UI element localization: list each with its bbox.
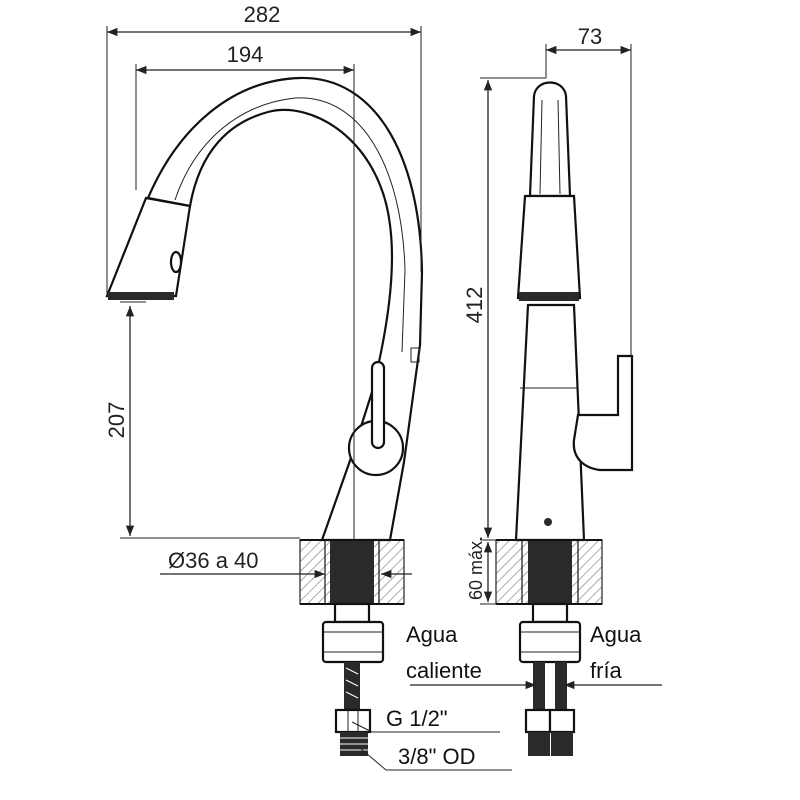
side-spray-head xyxy=(516,194,582,300)
front-countertop-section xyxy=(299,539,405,605)
label-hot-water-1: Agua xyxy=(406,622,458,647)
side-spout-top xyxy=(528,81,572,198)
dim-spout-reach: 194 xyxy=(227,42,264,67)
front-spray-head xyxy=(105,196,192,298)
label-cold-water-1: Agua xyxy=(590,622,642,647)
dim-counter-thickness: 60 máx. xyxy=(466,536,486,600)
front-connectors xyxy=(321,602,385,756)
label-cold-water-2: fría xyxy=(590,658,623,683)
side-handle xyxy=(572,354,634,472)
front-spray-nozzle xyxy=(108,292,174,300)
side-countertop-section xyxy=(495,539,603,605)
label-hose: 3/8" OD xyxy=(398,744,476,769)
label-hot-water-2: caliente xyxy=(406,658,482,683)
front-handle-lever xyxy=(370,360,386,450)
dim-side-depth: 73 xyxy=(578,24,602,49)
dim-hole-diameter: Ø36 a 40 xyxy=(168,548,259,573)
dim-spout-height: 207 xyxy=(104,402,129,439)
front-spray-button xyxy=(169,250,183,274)
dim-total-height: 412 xyxy=(462,287,487,324)
dim-total-width: 282 xyxy=(244,2,281,27)
side-body xyxy=(514,303,586,542)
front-hose-line xyxy=(174,97,406,353)
label-thread: G 1/2" xyxy=(386,706,448,731)
front-body-mark xyxy=(410,347,420,363)
side-screw xyxy=(544,518,552,526)
dimension-lines xyxy=(106,26,662,771)
front-view xyxy=(105,76,424,542)
side-connectors xyxy=(518,602,582,756)
side-spout-lines xyxy=(539,99,561,195)
side-spray-nozzle xyxy=(519,292,579,301)
side-view xyxy=(514,81,634,542)
